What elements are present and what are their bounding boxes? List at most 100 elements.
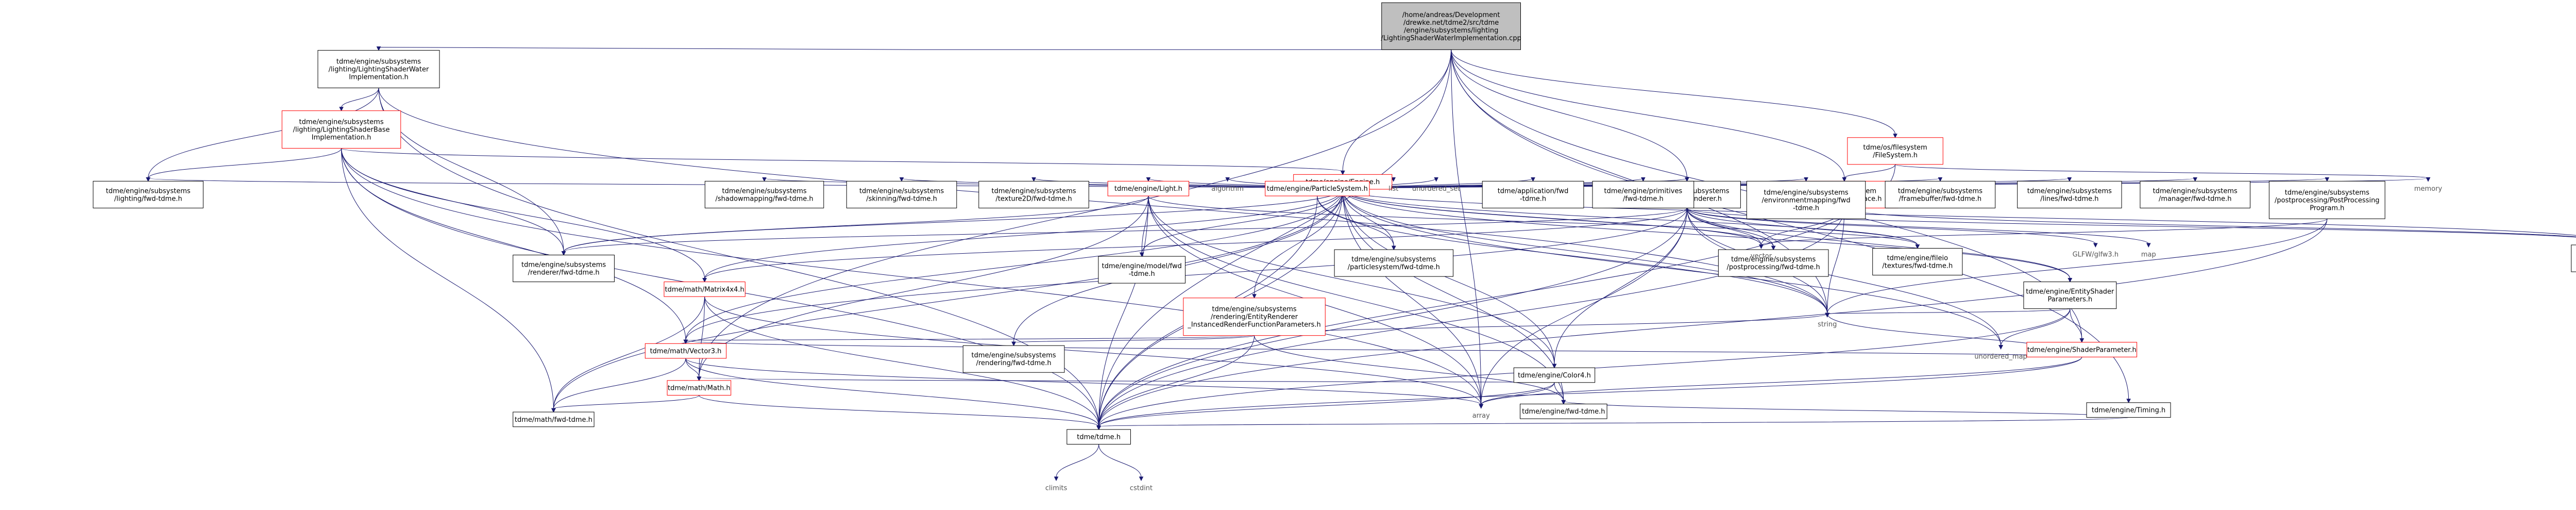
node-label: tdme/engine/EntityShader xyxy=(2026,288,2114,296)
node-label: /lighting/LightingShaderWater xyxy=(329,66,429,74)
node-label: tdme/engine/subsystems xyxy=(1898,187,1982,195)
node-fs-h[interactable]: tdme/os/filesystem/FileSystem.h xyxy=(1847,137,1943,165)
node-shadow-fwd[interactable]: tdme/engine/subsystems/shadowmapping/fwd… xyxy=(704,180,824,208)
node-box xyxy=(1066,429,1131,445)
node-box xyxy=(1746,180,1866,219)
node-model-fwd[interactable]: tdme/engine/model/fwd-tdme.h xyxy=(1098,256,1186,284)
edge-entity_params-to-unordered_map xyxy=(2001,308,2071,346)
edge-timing_h-to-tdme_h xyxy=(1098,417,2129,427)
node-pp-fwd[interactable]: tdme/engine/subsystems/postprocessing/fw… xyxy=(1718,249,1829,277)
node-prim-fwd[interactable]: tdme/engine/primitives/fwd-tdme.h xyxy=(1592,180,1694,208)
node-lighting-fwd[interactable]: tdme/engine/subsystems/lighting/fwd-tdme… xyxy=(93,180,204,208)
node-label: unordered_map xyxy=(1974,353,2027,360)
edge-arrowhead xyxy=(1561,400,1566,405)
node-label: tdme/engine/Color4.h xyxy=(1518,372,1591,380)
edge-matrix4x4-to-tdme_h xyxy=(704,297,1099,426)
edge-water_h-to-lighting_fwd xyxy=(148,88,379,178)
node-textures-fwd[interactable]: tdme/engine/fileio/textures/fwd-tdme.h xyxy=(1872,248,1963,276)
node-label: tdme/engine/fileio xyxy=(1887,255,1948,262)
node-engine-fwd[interactable]: tdme/engine/fwd-tdme.h xyxy=(1520,403,1607,419)
node-light-h[interactable]: tdme/engine/Light.h xyxy=(1107,180,1190,196)
edge-arrowhead xyxy=(1685,177,1689,182)
node-fbuf-fwd[interactable]: tdme/engine/subsystems/framebuffer/fwd-t… xyxy=(1885,180,1996,208)
node-water-h[interactable]: tdme/engine/subsystems/lighting/Lighting… xyxy=(317,50,440,88)
node-label: Implementation.h xyxy=(349,74,409,81)
edge-arrowhead xyxy=(1915,244,1920,249)
edge-arrowhead xyxy=(1225,177,1230,182)
node-vector3[interactable]: tdme/math/Vector3.h xyxy=(645,343,727,359)
node-manager-fwd[interactable]: tdme/engine/subsystems/manager/fwd-tdme.… xyxy=(2140,180,2251,208)
edge-arrowhead xyxy=(376,46,381,51)
node-unordered-set: unordered_set xyxy=(1412,185,1460,193)
edge-renderer_h-to-vector xyxy=(1686,208,1761,245)
node-particles-fwd[interactable]: tdme/engine/subsystems/particlesystem/fw… xyxy=(1334,249,1454,277)
edge-matrix4x4-to-math_h xyxy=(699,297,705,377)
node-color4[interactable]: tdme/engine/Color4.h xyxy=(1513,367,1596,383)
node-label: tdme/engine/subsystems xyxy=(722,187,806,195)
node-utils-fwd[interactable]: tdme/utilities/fwd-tdme.h xyxy=(2571,244,2576,272)
node-vector: vector xyxy=(1751,252,1772,260)
node-rendering-fwd[interactable]: tdme/engine/subsystems/rendering/fwd-tdm… xyxy=(962,345,1065,373)
node-label: tdme/engine/subsystems xyxy=(336,58,421,66)
edge-entity_params-to-string xyxy=(1827,308,2071,314)
node-skin-fwd[interactable]: tdme/engine/subsystems/skinning/fwd-tdme… xyxy=(846,180,957,208)
node-label: map xyxy=(2141,251,2156,259)
node-label: /drewke.net/tdme2/src/tdme xyxy=(1403,19,1499,27)
node-shader-param[interactable]: tdme/engine/ShaderParameter.h xyxy=(2026,342,2138,357)
node-box xyxy=(962,345,1065,373)
node-box xyxy=(93,180,204,208)
node-base-h[interactable]: tdme/engine/subsystems/lighting/Lighting… xyxy=(281,110,401,149)
node-label: /rendering/fwd-tdme.h xyxy=(976,359,1052,367)
node-entity-rend[interactable]: tdme/engine/subsystems/rendering/EntityR… xyxy=(1183,298,1326,336)
edge-arrowhead xyxy=(1096,425,1101,430)
node-label: /lighting/fwd-tdme.h xyxy=(114,195,182,203)
edge-arrowhead xyxy=(2067,177,2072,182)
node-tdme-h[interactable]: tdme/tdme.h xyxy=(1066,429,1131,445)
node-label: tdme/engine/subsystems xyxy=(1351,256,1436,264)
node-label: tdme/application/fwd xyxy=(1498,187,1569,195)
node-renderer-fwd[interactable]: tdme/engine/subsystems/renderer/fwd-tdme… xyxy=(513,255,615,283)
node-box xyxy=(513,255,615,283)
node-lines-fwd[interactable]: tdme/engine/subsystems/lines/fwd-tdme.h xyxy=(2017,180,2122,208)
node-label: tdme/engine/subsystems xyxy=(2153,187,2238,195)
edge-postprog-to-vector xyxy=(1760,218,2328,245)
edge-base_h-to-engine_h xyxy=(341,148,1343,172)
edge-arrowhead xyxy=(146,177,150,182)
edge-light_h-to-textures_fwd xyxy=(1148,195,1918,245)
edge-engine_h-to-entity_rend xyxy=(1254,189,1343,295)
node-box xyxy=(1107,180,1190,196)
node-math-fwd[interactable]: tdme/math/fwd-tdme.h xyxy=(513,412,595,427)
node-matrix4x4[interactable]: tdme/math/Matrix4x4.h xyxy=(664,282,745,297)
node-tex2d-fwd[interactable]: tdme/engine/subsystems/texture2D/fwd-tdm… xyxy=(978,180,1089,208)
node-label: Parameters.h xyxy=(2047,296,2092,304)
node-box xyxy=(667,380,732,396)
edge-arrowhead xyxy=(1998,345,2003,350)
node-string: string xyxy=(1818,321,1837,328)
edge-renderer_h-to-map xyxy=(1686,208,2149,244)
edge-entity_rend-to-string xyxy=(1254,313,1828,336)
node-array: array xyxy=(1472,412,1490,420)
node-label: tdme/engine/primitives xyxy=(1604,187,1682,195)
node-box xyxy=(846,180,957,208)
edge-root-to-fsi_h xyxy=(1451,50,1845,178)
node-app-fwd[interactable]: tdme/application/fwd-tdme.h xyxy=(1482,180,1584,208)
edge-engine_h-to-vector xyxy=(1342,189,1761,245)
edge-arrowhead xyxy=(1252,294,1257,299)
edge-tdme_h-to-cstdint xyxy=(1098,444,1142,478)
edge-color4-to-engine_fwd xyxy=(1554,382,1564,401)
node-timing-h[interactable]: tdme/engine/Timing.h xyxy=(2086,402,2171,418)
node-label: tdme/tdme.h xyxy=(1077,434,1121,441)
node-particle-h[interactable]: tdme/engine/ParticleSystem.h xyxy=(1265,180,1370,196)
node-memory: memory xyxy=(2414,185,2443,193)
node-box xyxy=(664,282,745,297)
node-root[interactable]: /home/andreas/Development/drewke.net/tdm… xyxy=(1381,2,1521,50)
node-label: -tdme.h xyxy=(1129,270,1155,278)
edge-arrowhead xyxy=(1771,245,1776,251)
node-envmap-fwd[interactable]: tdme/engine/subsystems/environmentmappin… xyxy=(1746,180,1866,219)
node-math-h[interactable]: tdme/math/Math.h xyxy=(667,380,732,396)
node-label: Implementation.h xyxy=(312,134,371,142)
node-postprog[interactable]: tdme/engine/subsystems/postprocessing/Po… xyxy=(2268,180,2385,219)
node-box xyxy=(1520,403,1607,419)
edge-color4-to-math_h xyxy=(699,377,1555,383)
